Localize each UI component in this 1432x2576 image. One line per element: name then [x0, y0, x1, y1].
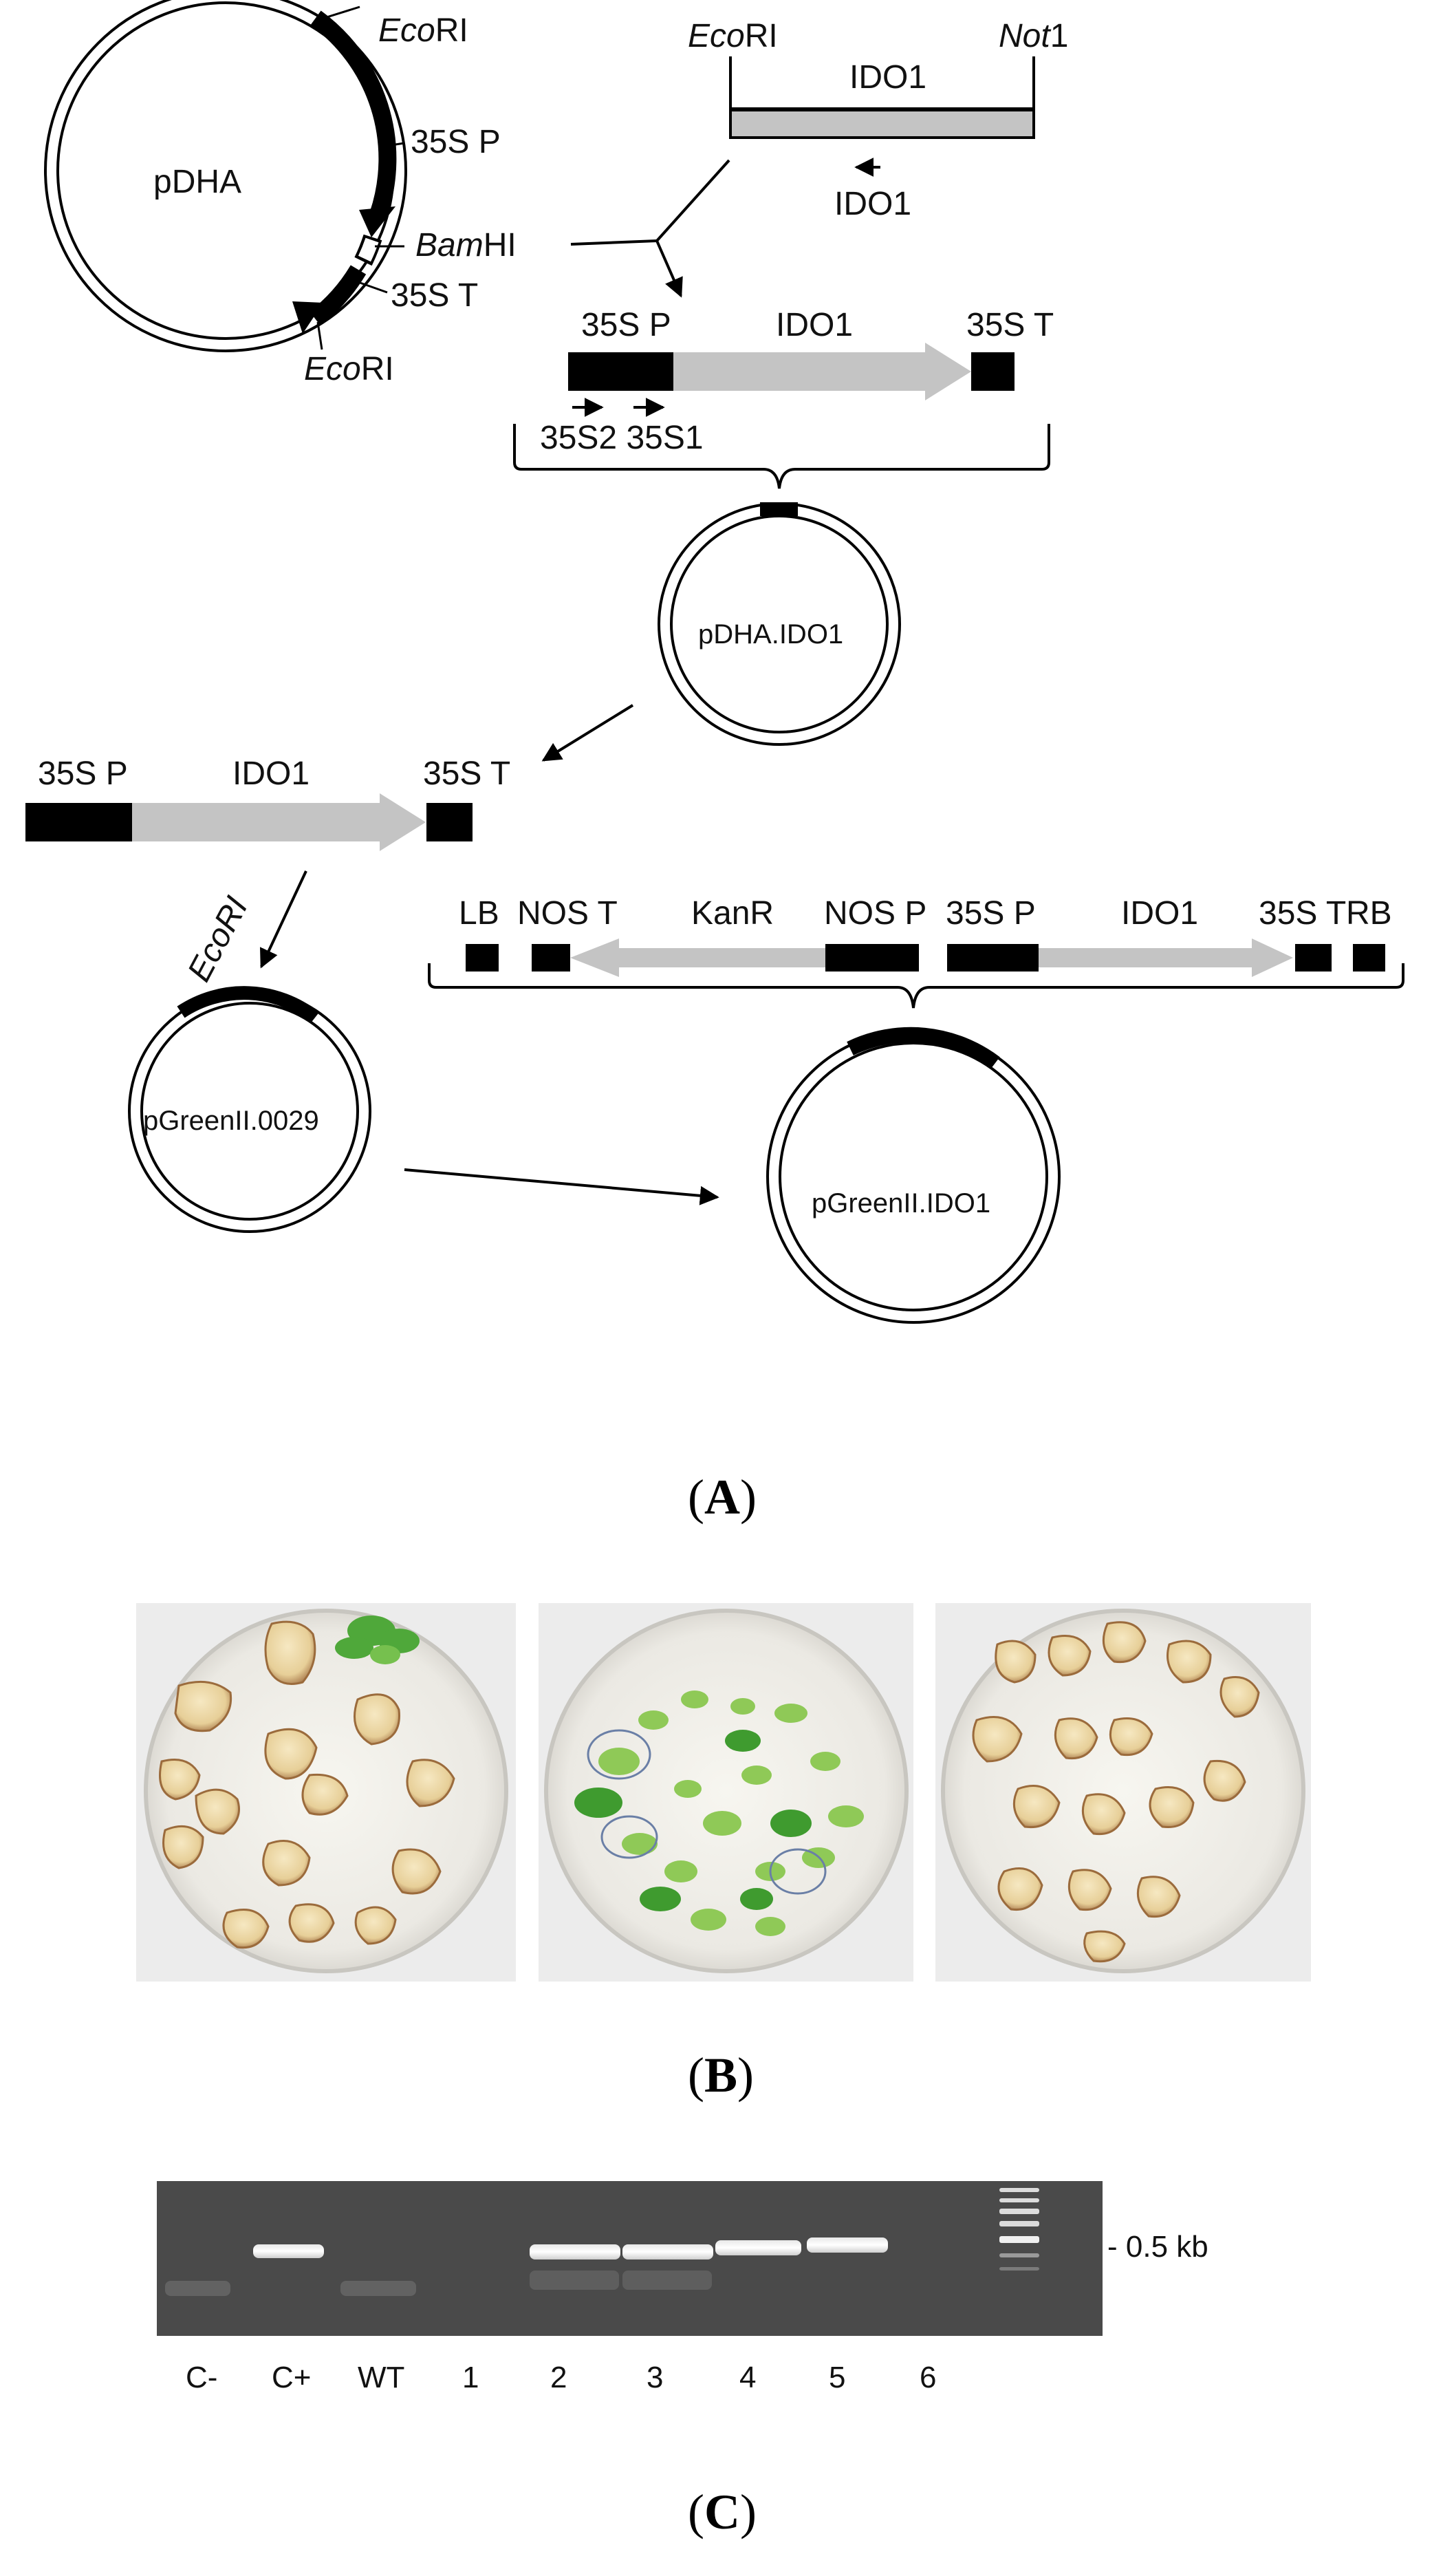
- ligation-arrows: [570, 159, 730, 298]
- panel-c-label: (C): [688, 2484, 757, 2540]
- cassette-1: 35S P IDO1 35S T 35S2 35S1: [513, 307, 1054, 489]
- lane-label: 5: [829, 2361, 845, 2394]
- pgreen-ecori-label: EcoRI: [181, 891, 255, 987]
- pgreen-plasmid: EcoRI pGreenII.0029: [128, 891, 371, 1233]
- cassette1-primers-label: 35S2 35S1: [540, 420, 704, 456]
- cassette2-terminator-label: 35S T: [423, 755, 510, 792]
- cassette2-gene-label: IDO1: [232, 755, 310, 792]
- tdna-nos-t-label: NOS T: [517, 895, 618, 932]
- tdna-35s-p-label: 35S P: [946, 895, 1036, 932]
- pdha-bamhi-label: BamHI: [415, 227, 517, 264]
- panel-b: (B): [136, 1603, 1311, 2103]
- gel-lane-labels: C- C+ WT 1 2 3 4 5 6: [186, 2361, 936, 2394]
- tdna-gene-label: IDO1: [1121, 895, 1198, 932]
- cassette1-terminator-label: 35S T: [966, 307, 1054, 343]
- insert-primer-label: IDO1: [834, 186, 911, 222]
- plate-3: [935, 1603, 1311, 1982]
- insert-ecori-label: EcoRI: [688, 18, 778, 54]
- lane-label: C-: [186, 2361, 217, 2394]
- band-c-plus: [253, 2244, 324, 2258]
- pdha-ido1-plasmid: pDHA.IDO1: [658, 502, 901, 746]
- band-lane-5: [807, 2237, 888, 2253]
- pdha-ido1-name: pDHA.IDO1: [698, 619, 843, 650]
- gel-ladder: [999, 2188, 1039, 2271]
- insert-gene-label: IDO1: [849, 59, 926, 96]
- panel-a-label: (A): [688, 1470, 757, 1525]
- panel-c: - 0.5 kb C- C+ WT 1 2 3 4 5 6 (C): [157, 2181, 1208, 2540]
- pdha-ecori-top-label: EcoRI: [378, 12, 468, 49]
- ido1-insert-fragment: EcoRI Not1 IDO1 IDO1: [688, 18, 1068, 222]
- lane-label: 6: [920, 2361, 936, 2394]
- pdha-35s-terminator-segment: [309, 265, 367, 326]
- band-lane-2: [530, 2244, 620, 2260]
- tdna-map: LB NOS T KanR NOS P 35S P IDO1 35S T RB: [428, 895, 1404, 1009]
- lane-label: 4: [739, 2361, 756, 2394]
- gel-marker-label: - 0.5 kb: [1107, 2230, 1208, 2264]
- pgreen-name: pGreenII.0029: [143, 1106, 319, 1136]
- pgreen-ido1-plasmid: pGreenII.IDO1: [766, 1027, 1061, 1324]
- tdna-35s-t-label: 35S T: [1259, 895, 1346, 932]
- panel-a: pDHA EcoRI 35S P BamHI 35S T EcoRI EcoRI…: [25, 0, 1404, 1525]
- pdha-terminator-label: 35S T: [391, 277, 478, 314]
- pdha-name: pDHA: [153, 164, 241, 200]
- lane-label: WT: [358, 2361, 404, 2394]
- cassette1-gene-label: IDO1: [776, 307, 853, 343]
- pdha-35s-promoter-segment: [310, 10, 397, 218]
- tdna-nos-p-label: NOS P: [824, 895, 926, 932]
- lane-label: 1: [462, 2361, 479, 2394]
- pdha-promoter-label: 35S P: [411, 124, 501, 160]
- pdha-ecori-bottom-label: EcoRI: [304, 351, 394, 387]
- band-lane-3: [622, 2244, 713, 2260]
- plate-1: [136, 1603, 516, 1982]
- plate-2: [539, 1603, 913, 1982]
- pgreen-ido1-name: pGreenII.IDO1: [812, 1188, 990, 1219]
- cassette2-promoter-label: 35S P: [38, 755, 128, 792]
- panel-b-label: (B): [688, 2048, 754, 2103]
- tdna-lb-label: LB: [459, 895, 499, 932]
- pdha-plasmid: pDHA EcoRI 35S P BamHI 35S T EcoRI: [44, 0, 517, 387]
- lane-label: 2: [550, 2361, 567, 2394]
- cassette1-promoter-label: 35S P: [581, 307, 671, 343]
- tdna-rb-label: RB: [1346, 895, 1392, 932]
- insert-not1-label: Not1: [999, 18, 1068, 54]
- band-lane-4: [715, 2240, 801, 2255]
- lane-label: 3: [647, 2361, 663, 2394]
- tdna-kanr-label: KanR: [691, 895, 774, 932]
- lane-label: C+: [272, 2361, 311, 2394]
- cassette-2: 35S P IDO1 35S T: [25, 755, 510, 851]
